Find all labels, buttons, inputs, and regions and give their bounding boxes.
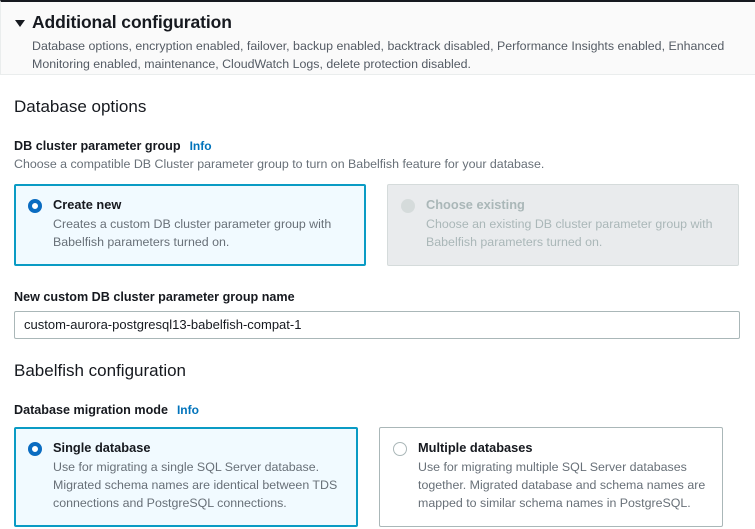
radio-card-description-choose-existing: Choose an existing DB cluster parameter … [426, 216, 713, 249]
radio-card-create-new[interactable]: Create new Creates a custom DB cluster p… [14, 183, 366, 266]
radio-card-title-multiple-databases: Multiple databases [418, 439, 533, 455]
radio-button-choose-existing [401, 198, 415, 213]
additional-configuration-header[interactable]: Additional configuration [15, 12, 739, 33]
db-cluster-parameter-group-description: Choose a compatible DB Cluster parameter… [14, 157, 545, 172]
db-cluster-parameter-group-label-row: DB cluster parameter group Info [14, 139, 741, 153]
db-cluster-parameter-group-label: DB cluster parameter group [14, 139, 181, 154]
migration-mode-option-tiles: Single database Use for migrating a sing… [14, 426, 741, 527]
page-title: Additional configuration [32, 12, 232, 32]
new-parameter-group-name-input[interactable] [14, 310, 740, 339]
database-options-heading: Database options [14, 97, 147, 116]
database-migration-mode-label: Database migration mode [14, 402, 168, 417]
radio-card-description-single-database: Use for migrating a single SQL Server da… [53, 459, 338, 510]
database-migration-mode-label-row: Database migration mode Info [14, 403, 741, 417]
parameter-group-option-tiles: Create new Creates a custom DB cluster p… [14, 183, 741, 266]
radio-card-single-database[interactable]: Single database Use for migrating a sing… [14, 426, 358, 527]
radio-card-title-choose-existing: Choose existing [426, 196, 525, 212]
info-link-parameter-group[interactable]: Info [189, 139, 212, 154]
babelfish-configuration-heading: Babelfish configuration [14, 360, 187, 380]
radio-button-multiple-databases[interactable] [393, 441, 407, 456]
radio-card-description-multiple-databases: Use for migrating multiple SQL Server da… [418, 459, 706, 510]
radio-card-description-create-new: Creates a custom DB cluster parameter gr… [53, 216, 332, 249]
configuration-body: Database options DB cluster parameter gr… [0, 96, 755, 527]
radio-card-title-single-database: Single database [53, 439, 151, 455]
new-parameter-group-name-label: New custom DB cluster parameter group na… [14, 289, 295, 304]
additional-configuration-panel: Additional configuration Database option… [0, 0, 755, 75]
caret-down-icon[interactable] [15, 20, 25, 27]
radio-button-single-database[interactable] [28, 441, 42, 456]
radio-card-multiple-databases[interactable]: Multiple databases Use for migrating mul… [379, 426, 723, 527]
radio-card-title-create-new: Create new [53, 196, 122, 212]
radio-card-choose-existing: Choose existing Choose an existing DB cl… [387, 183, 739, 266]
info-link-migration-mode[interactable]: Info [176, 402, 199, 417]
additional-configuration-summary: Database options, encryption enabled, fa… [32, 39, 725, 71]
radio-button-create-new[interactable] [28, 198, 42, 213]
